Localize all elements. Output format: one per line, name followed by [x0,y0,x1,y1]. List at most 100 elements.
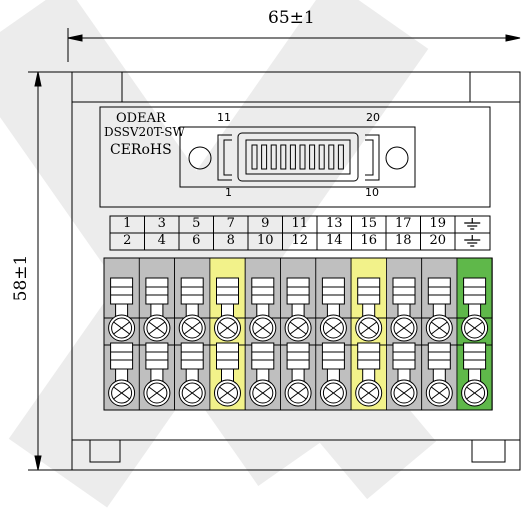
mounting-hole-icon [188,146,212,170]
width-dimension-label: 65±1 [268,8,315,28]
terminal-number: 19 [429,216,447,231]
pin-label-1: 1 [225,186,232,199]
clamp-housing [392,277,416,305]
screw-icon [249,379,277,407]
clamp-housing [427,342,451,370]
connector-pin [337,144,344,170]
width-arrow-right [505,34,521,42]
connector-pin [328,144,335,170]
clamp-housing [286,342,310,370]
screw-icon [319,379,347,407]
screw-icon [390,314,418,342]
connector-pin [289,144,296,170]
connector-pin [270,144,277,170]
screw-icon [284,314,312,342]
clamp-housing [463,342,487,370]
connector-shell [237,132,359,182]
width-arrow-left [67,34,83,42]
screw-icon [214,314,241,342]
clamp-housing [110,277,134,305]
screw-icon [178,379,206,407]
clamp-housing [321,277,345,305]
pin-label-10: 10 [365,186,379,199]
connector-bracket-left [217,134,232,181]
connector-insert [245,139,351,175]
clamp-housing [180,277,204,305]
screw-icon [319,314,347,342]
terminal-number: 9 [261,216,270,231]
screw-icon [249,314,277,342]
terminal-number: 20 [429,233,447,248]
terminal-number: 2 [123,233,132,248]
connector-pin [299,144,306,170]
terminal-number: 10 [256,233,274,248]
clamp-housing [286,277,310,305]
screw-icon [355,379,383,407]
terminal [284,342,312,407]
terminal [425,277,453,342]
screw-icon [143,379,171,407]
clamp-housing [357,277,381,305]
clamp-housing [463,277,487,305]
terminal [178,342,206,407]
clamp-housing [392,342,416,370]
terminal-block-drawing [28,28,521,471]
terminal [319,277,347,342]
brand-name: ODEAR [116,111,166,126]
screw-icon [284,379,312,407]
height-arrow-top [34,71,42,87]
terminal-number: 17 [394,216,412,231]
terminal-number: 16 [360,233,378,248]
top-right-tab [469,71,521,103]
clamp-housing [357,342,381,370]
ground-icon [464,218,481,230]
terminal-number: 18 [394,233,412,248]
height-dimension-label: 58±1 [11,254,31,302]
terminal [425,342,453,407]
clamp-housing [145,342,169,370]
pin-label-20: 20 [366,111,380,124]
terminal [461,342,489,407]
terminal [249,277,277,342]
connector-pin [251,144,258,170]
terminal [249,342,277,407]
connector-pin [318,144,325,170]
connector-pin [261,144,268,170]
terminal-number: 15 [360,216,378,231]
terminal [178,277,206,342]
screw-icon [214,379,241,407]
height-arrow-bottom [34,455,42,471]
terminal [143,277,171,342]
terminal [214,277,241,342]
terminal-strip-outline [103,257,493,411]
terminal-number: 12 [291,233,309,248]
screw-icon [425,379,453,407]
terminal-number: 14 [325,233,343,248]
terminal-number: 11 [291,216,309,231]
screw-icon [461,314,489,342]
terminal [108,277,136,342]
terminal [284,277,312,342]
terminal [319,342,347,407]
ground-icon [464,235,481,247]
screw-icon [178,314,206,342]
label-panel [99,106,491,208]
terminal-number: 4 [157,233,166,248]
connector-housing [179,126,416,188]
screw-icon [425,314,453,342]
clamp-housing [251,342,275,370]
clamp-housing [216,342,239,370]
terminal-number: 13 [325,216,343,231]
screw-icon [108,314,136,342]
screw-icon [355,314,383,342]
connector-pin [309,144,316,170]
connector-pin [280,144,287,170]
bottom-right-foot [471,415,521,470]
screw-icon [143,314,171,342]
clamp-housing [251,277,275,305]
module-body [71,71,521,471]
clamp-housing [216,277,239,305]
terminal [461,277,489,342]
screw-icon [390,379,418,407]
terminal-number: 8 [226,233,235,248]
